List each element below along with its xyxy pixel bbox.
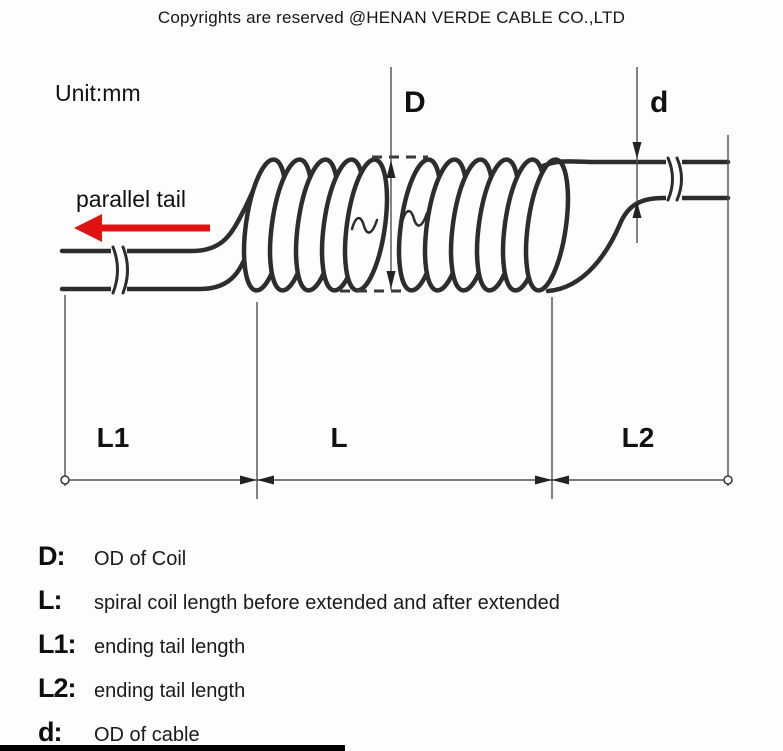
coil-dashed-lines bbox=[340, 155, 428, 293]
legend-definition: OD of Coil bbox=[94, 548, 187, 570]
coiled-cable-diagram: D d L1 L L2 parallel tail Unit:mm bbox=[55, 67, 733, 499]
legend-term: L1: bbox=[38, 629, 77, 659]
copyright-text: Copyrights are reserved @HENAN VERDE CAB… bbox=[157, 8, 626, 27]
label-left-tail-length: L1 bbox=[97, 422, 130, 453]
legend-definition: ending tail length bbox=[94, 680, 246, 702]
legend-item-L2: L2: ending tail length bbox=[38, 673, 560, 704]
label-coil-od: D bbox=[404, 86, 426, 119]
coil-right-group bbox=[396, 157, 571, 293]
length-dimensions: L1 L L2 bbox=[60, 135, 733, 499]
legend-term: D: bbox=[38, 541, 66, 571]
bottom-crop-bar bbox=[0, 745, 345, 751]
legend-definition: ending tail length bbox=[94, 636, 246, 658]
parallel-tail-label: parallel tail bbox=[76, 186, 186, 212]
legend-item-L: L: spiral coil length before extended an… bbox=[38, 585, 560, 616]
legend-definition: spiral coil length before extended and a… bbox=[94, 592, 560, 614]
legend: D: OD of Coil L: spiral coil length befo… bbox=[38, 541, 560, 748]
legend-item-D: D: OD of Coil bbox=[38, 541, 560, 572]
parallel-tail-annotation: parallel tail bbox=[74, 186, 210, 242]
right-tail-cable bbox=[540, 155, 731, 294]
left-tail-break-mark bbox=[111, 244, 129, 295]
label-coil-length: L bbox=[330, 422, 347, 453]
legend-term: L: bbox=[38, 585, 62, 615]
unit-label: Unit:mm bbox=[55, 80, 141, 106]
label-right-tail-length: L2 bbox=[622, 422, 655, 453]
legend-term: d: bbox=[38, 717, 62, 747]
right-tail-break-mark bbox=[666, 155, 683, 203]
legend-term: L2: bbox=[38, 673, 77, 703]
dimension-cable-od: d bbox=[632, 67, 668, 243]
dimension-coil-od: D bbox=[386, 67, 426, 290]
legend-item-L1: L1: ending tail length bbox=[38, 629, 560, 660]
label-cable-od: d bbox=[650, 86, 668, 119]
legend-item-d: d: OD of cable bbox=[38, 717, 560, 748]
coil-left-group bbox=[241, 157, 390, 293]
red-arrow-icon bbox=[74, 214, 210, 242]
coil-break-marks bbox=[350, 209, 429, 234]
legend-definition: OD of cable bbox=[94, 724, 200, 746]
